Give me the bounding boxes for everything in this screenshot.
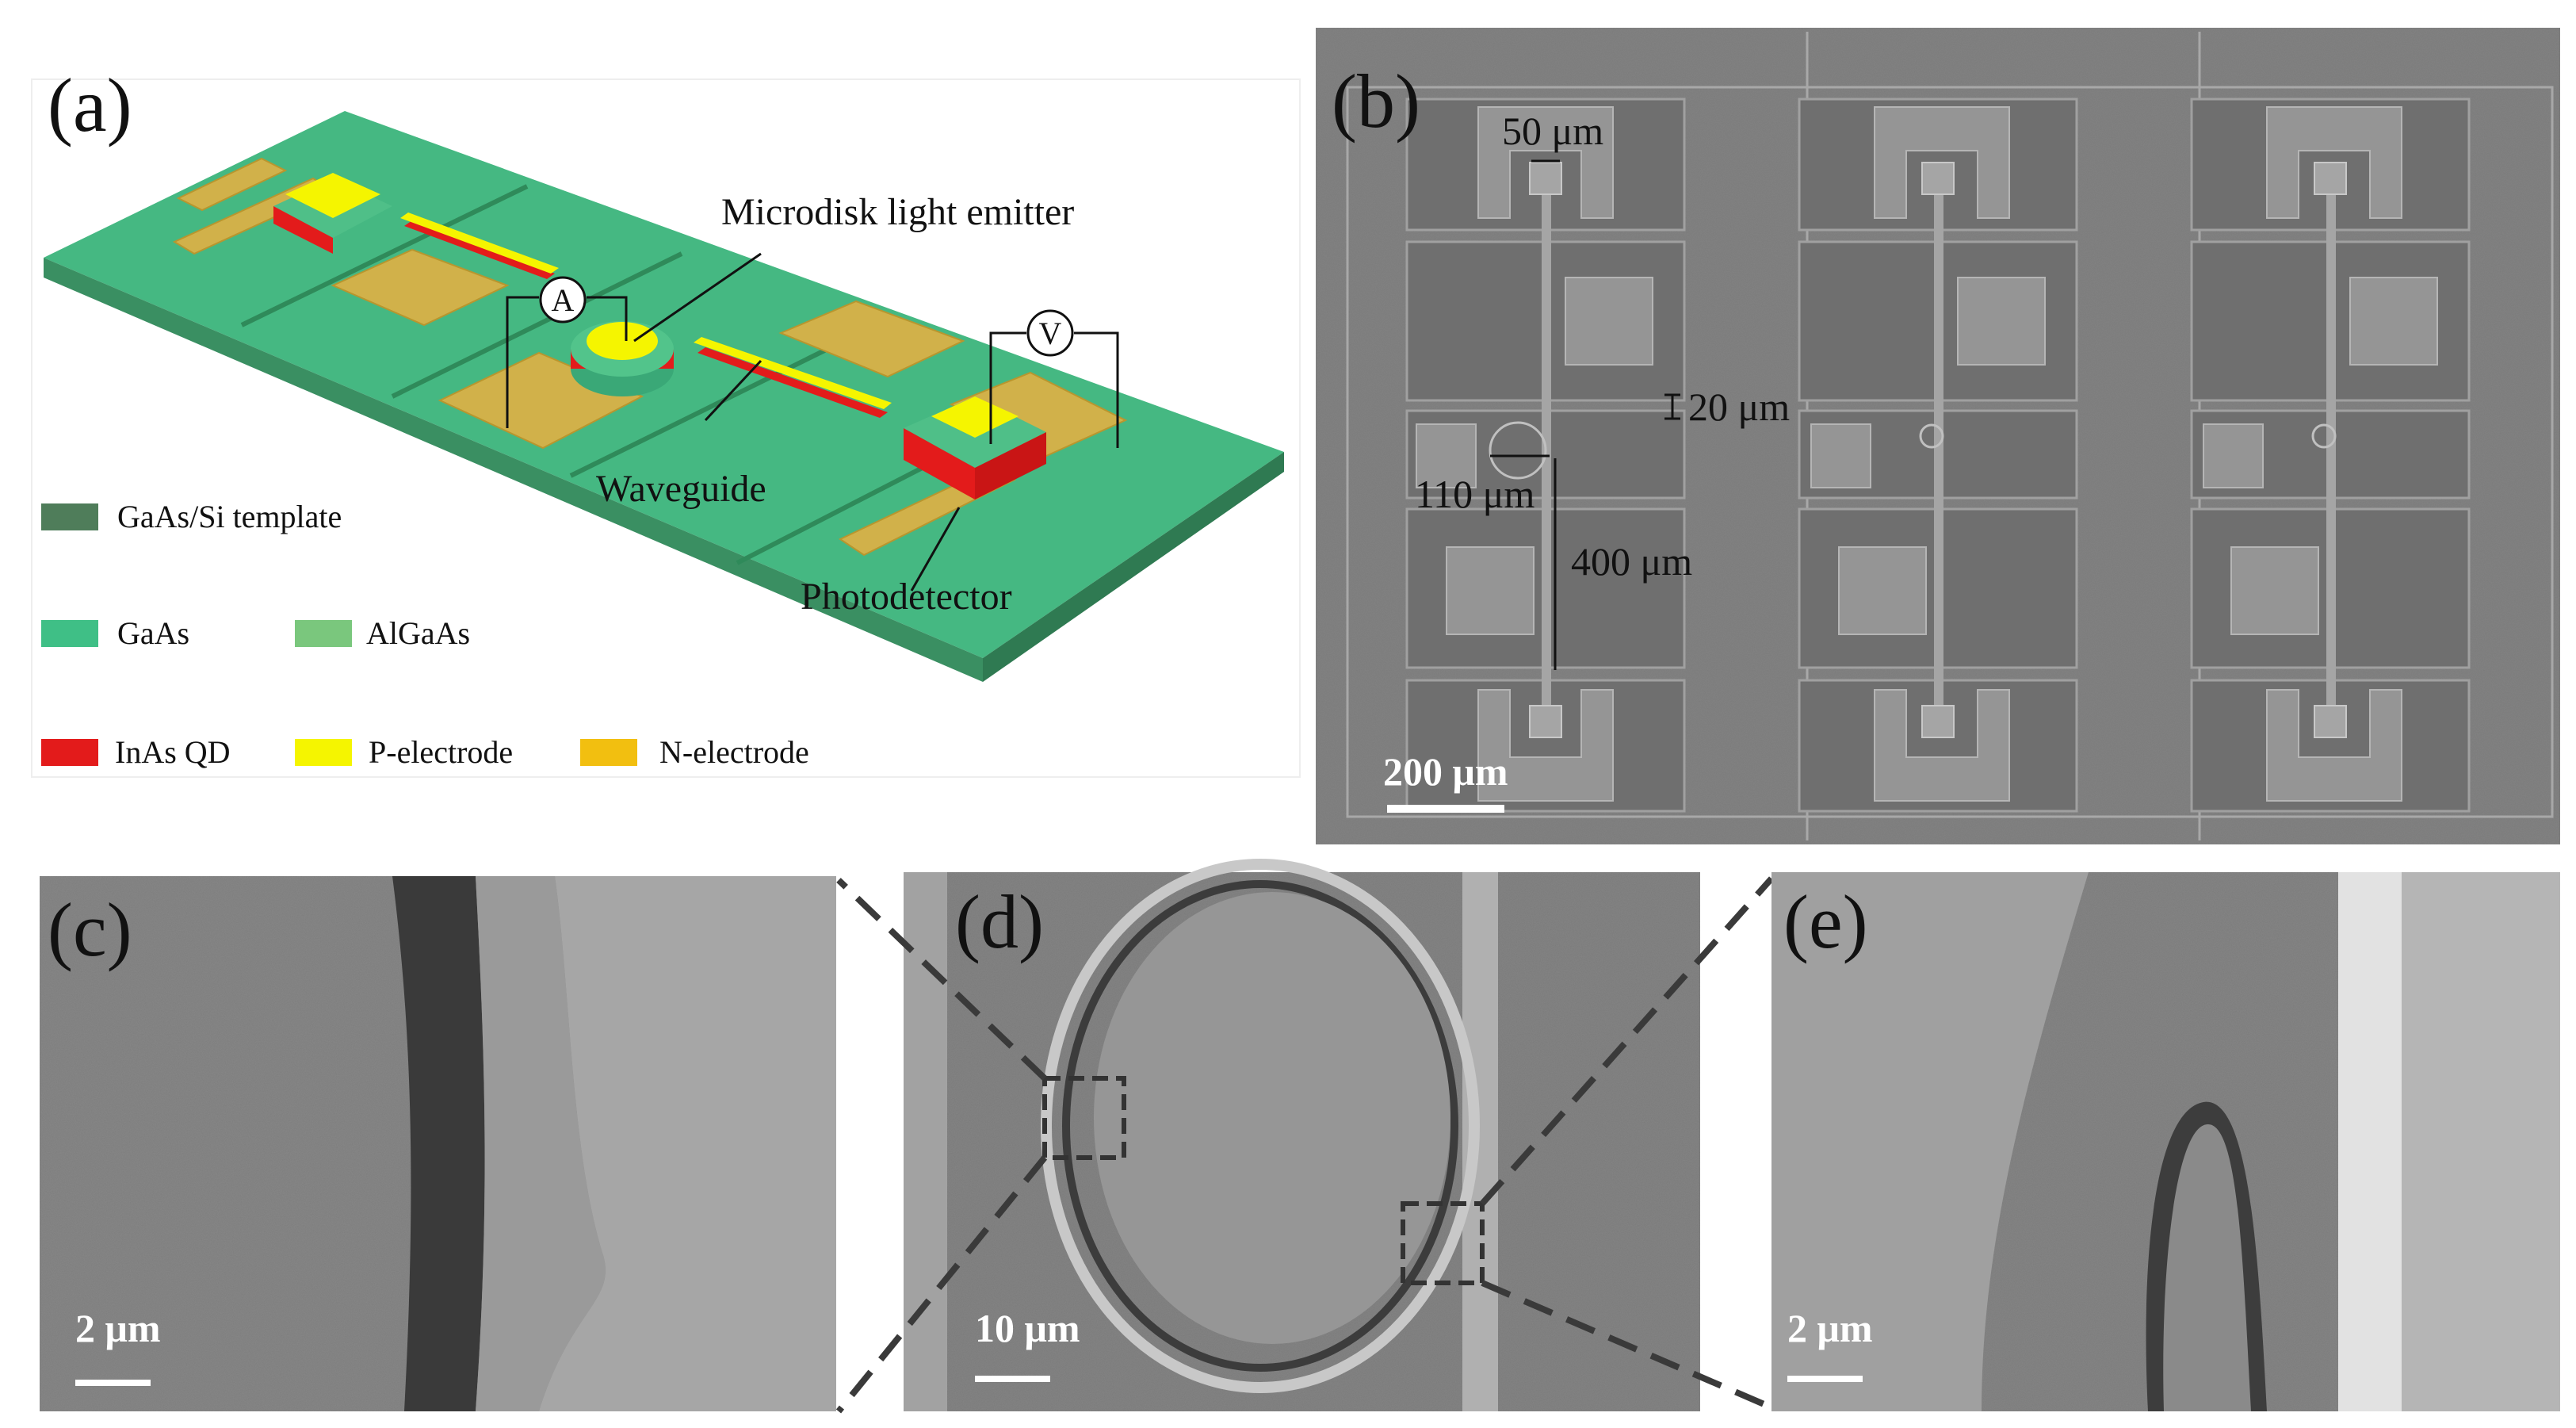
panel-d-left-strip (904, 872, 947, 1411)
waveguides (400, 212, 892, 418)
panel-c: 2 μm (c) (40, 876, 836, 1411)
dim-20um-label: 20 μm (1688, 385, 1790, 429)
legend-label-gaas: GaAs (117, 615, 189, 651)
legend-swatch-n-electrode (580, 739, 637, 766)
disk-top (1094, 892, 1450, 1344)
microdisk-callout: Microdisk light emitter (721, 191, 1074, 233)
panel-b-scalebar-label: 200 μm (1383, 749, 1508, 794)
ammeter-symbol: A (539, 276, 587, 324)
legend-swatch-template (41, 503, 98, 530)
legend-swatch-inas (41, 739, 98, 766)
panel-a: A V Microdisk light emitter Waveguide Ph… (31, 63, 1301, 778)
photodetector-device (904, 396, 1046, 500)
zoom-box-c (1042, 1076, 1126, 1160)
panel-c-scalebar (75, 1380, 151, 1386)
panel-e-label: (e) (1783, 879, 1868, 964)
substrate-side (983, 452, 1284, 682)
disk-surface (539, 876, 836, 1411)
legend: GaAs/Si template GaAs AlGaAs InAs QD P-e… (41, 499, 809, 770)
microdisk-device (571, 321, 674, 396)
panel-d-scalebar (975, 1376, 1050, 1382)
waveguide-callout: Waveguide (596, 468, 766, 510)
callout-arrows (633, 252, 961, 591)
electrode-strip (2402, 872, 2560, 1411)
panel-b: 50 μm 20 μm 110 μm 400 μm 200 μm (b) (1316, 28, 2560, 844)
legend-label-algaas: AlGaAs (366, 615, 470, 651)
panel-d: 10 μm (d) (904, 859, 1700, 1411)
voltmeter-label: V (1039, 316, 1062, 351)
substrate-front (44, 258, 983, 682)
legend-swatch-algaas (295, 620, 352, 647)
panel-e: 2 μm (e) (1771, 872, 2560, 1411)
dim-400um-label: 400 μm (1571, 539, 1692, 584)
legend-label-template: GaAs/Si template (117, 499, 342, 534)
dim-50um-label: 50 μm (1502, 109, 1603, 153)
disk-edge-region (1771, 872, 2089, 1411)
panel-e-scalebar (1787, 1376, 1863, 1382)
panel-a-label: (a) (48, 63, 132, 147)
circuit-wires (506, 296, 1119, 448)
ring-edge-dark (392, 876, 485, 1411)
waveguide-tip (2163, 1124, 2251, 1411)
voltmeter-symbol: V (1026, 309, 1074, 357)
panel-d-scalebar-label: 10 μm (975, 1306, 1080, 1350)
dimension-marks (1490, 159, 1680, 670)
left-device (273, 173, 392, 254)
panel-d-label: (d) (955, 879, 1044, 964)
device-column-3 (2190, 98, 2471, 813)
legend-label-n-electrode: N-electrode (659, 734, 809, 770)
ring-edge-light (476, 876, 606, 1411)
device-column-2 (1798, 98, 2078, 813)
photodetector-callout: Photodetector (801, 576, 1012, 618)
legend-swatch-gaas (41, 620, 98, 647)
waveguide-strip (1462, 872, 1498, 1411)
electrode-strip-bright (2338, 872, 2402, 1411)
panel-e-scalebar-label: 2 μm (1787, 1306, 1873, 1350)
legend-label-p-electrode: P-electrode (369, 734, 513, 770)
panel-b-scalebar (1387, 805, 1504, 813)
dim-110um-label: 110 μm (1415, 472, 1535, 516)
panel-b-label: (b) (1332, 59, 1420, 144)
panel-c-label: (c) (48, 887, 132, 972)
ammeter-label: A (552, 282, 575, 318)
device-column-1 (1405, 98, 1686, 813)
panel-c-scalebar-label: 2 μm (75, 1306, 161, 1350)
legend-swatch-p-electrode (295, 739, 352, 766)
zoom-connectors (835, 876, 1774, 1414)
zoom-box-e (1401, 1201, 1485, 1285)
legend-label-inas: InAs QD (115, 734, 231, 770)
